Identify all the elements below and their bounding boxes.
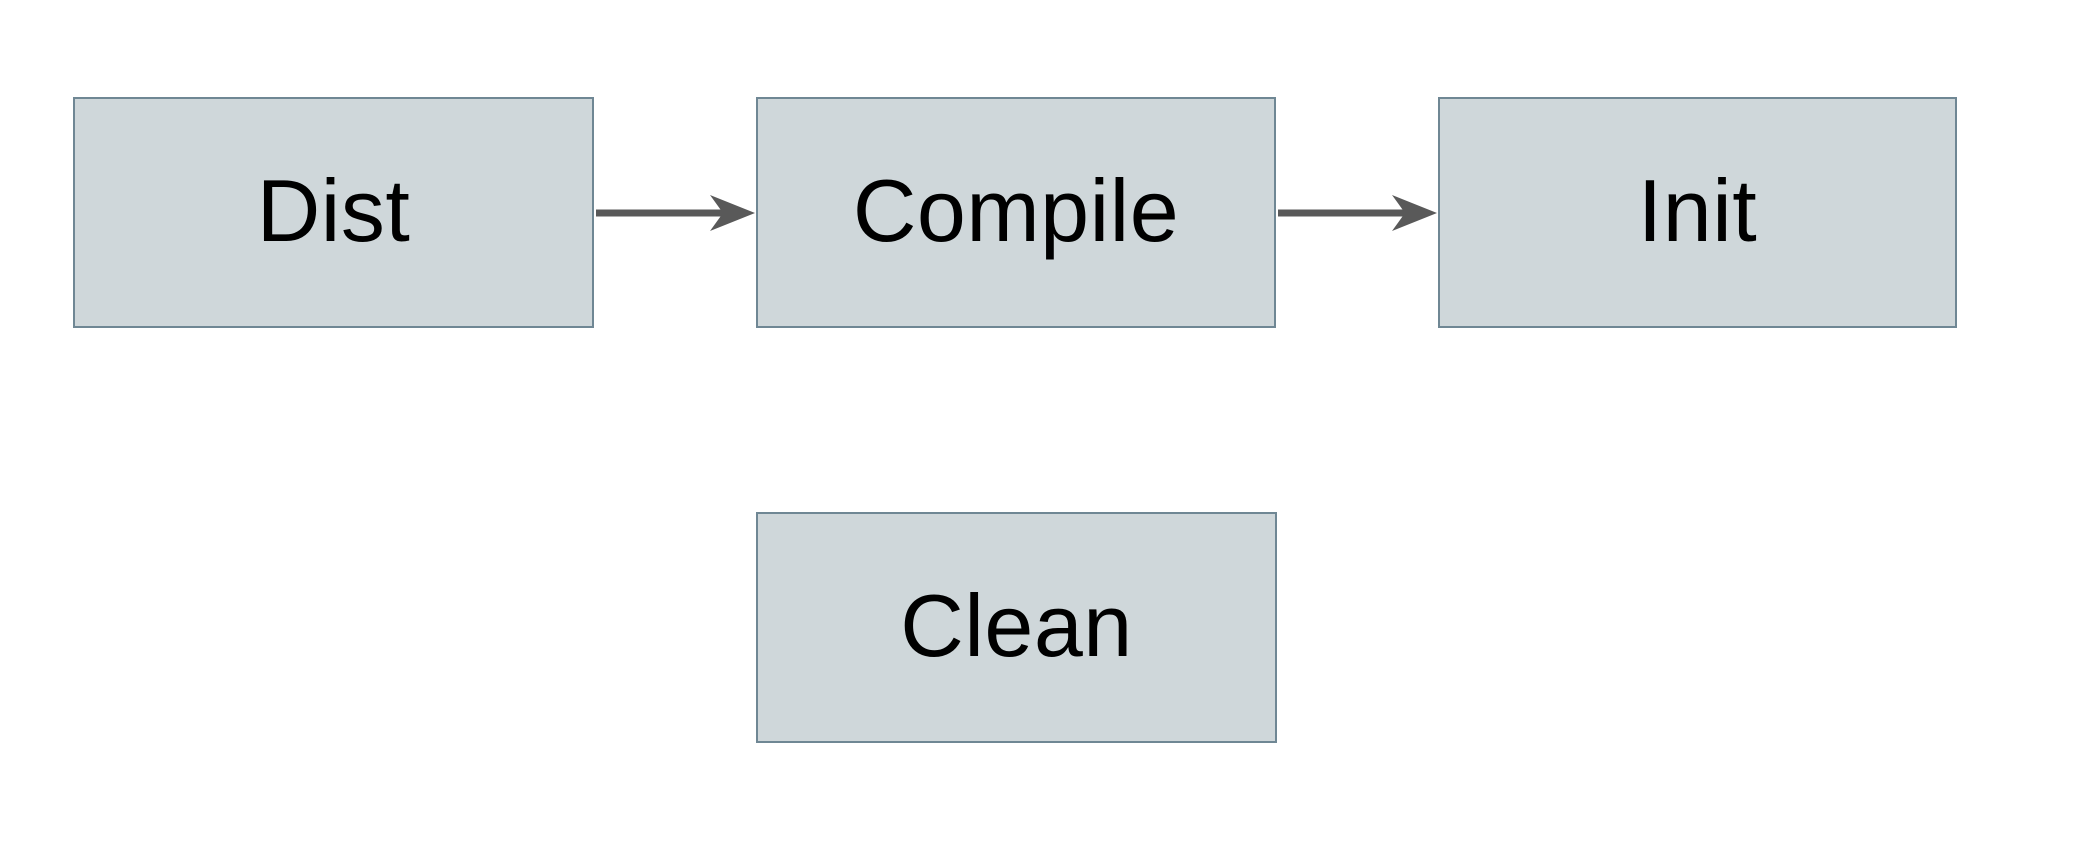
node-compile: Compile bbox=[756, 97, 1276, 328]
arrow-dist-to-compile-icon bbox=[596, 195, 755, 231]
node-clean: Clean bbox=[756, 512, 1277, 743]
node-init: Init bbox=[1438, 97, 1957, 328]
node-compile-label: Compile bbox=[852, 160, 1180, 260]
node-init-label: Init bbox=[1637, 160, 1758, 260]
node-dist-label: Dist bbox=[256, 160, 411, 260]
node-clean-label: Clean bbox=[900, 575, 1133, 675]
node-dist: Dist bbox=[73, 97, 594, 328]
arrow-compile-to-init-icon bbox=[1278, 195, 1437, 231]
